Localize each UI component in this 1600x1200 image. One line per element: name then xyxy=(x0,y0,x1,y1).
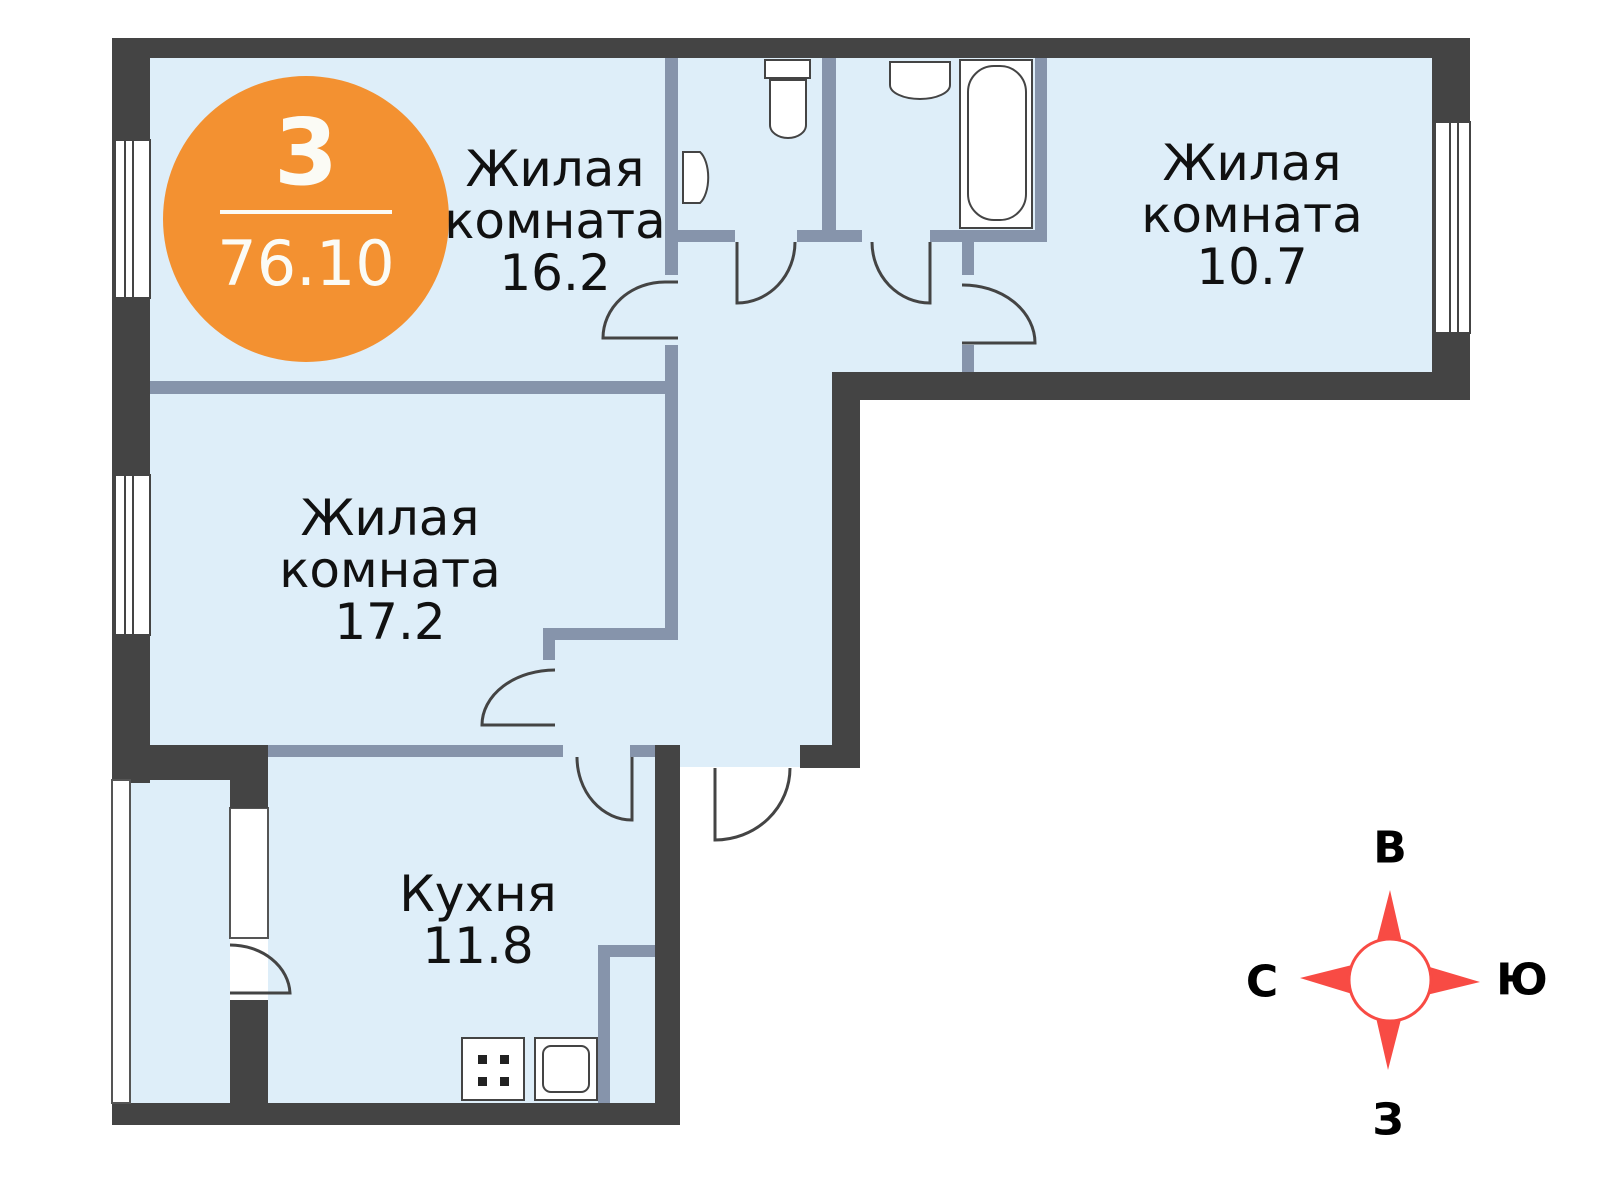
badge-divider xyxy=(220,210,392,214)
room-name: Жилая xyxy=(465,140,645,198)
room-name: Жилая xyxy=(300,489,480,547)
room-label-living-2: Жилая комната 10.7 xyxy=(1141,137,1363,293)
room-name: комната xyxy=(1141,186,1363,244)
toilet-icon xyxy=(769,79,807,139)
room-label-kitchen: Кухня 11.8 xyxy=(399,868,556,972)
room-name: Кухня xyxy=(399,865,557,923)
room-name: комната xyxy=(279,541,501,599)
room-label-living-1: Жилая комната 16.2 xyxy=(444,143,666,299)
room-area: 10.7 xyxy=(1196,238,1308,296)
room-count: 3 xyxy=(273,99,338,206)
washbasin-icon xyxy=(889,61,951,100)
compass-north: С xyxy=(1245,956,1279,1008)
compass-icon xyxy=(1300,890,1480,1070)
apartment-badge: 3 76.10 xyxy=(163,76,449,362)
compass-west: З xyxy=(1372,1094,1404,1146)
compass-south: Ю xyxy=(1496,954,1548,1006)
room-area: 11.8 xyxy=(422,917,534,975)
doors xyxy=(229,241,1037,995)
partition-walls xyxy=(150,58,1047,1103)
toilet-tank-icon xyxy=(764,59,811,79)
room-name: комната xyxy=(444,192,666,250)
stove-burners xyxy=(478,1055,509,1086)
windows xyxy=(114,121,1471,636)
room-area: 16.2 xyxy=(499,244,611,302)
total-area: 76.10 xyxy=(217,227,395,300)
room-label-living-3: Жилая комната 17.2 xyxy=(279,492,501,648)
room-name: Жилая xyxy=(1162,134,1342,192)
stove-icon xyxy=(461,1037,525,1101)
compass-east: В xyxy=(1373,822,1407,874)
bidet-icon xyxy=(682,151,710,204)
room-area: 17.2 xyxy=(334,593,446,651)
fixtures xyxy=(461,59,1033,1101)
